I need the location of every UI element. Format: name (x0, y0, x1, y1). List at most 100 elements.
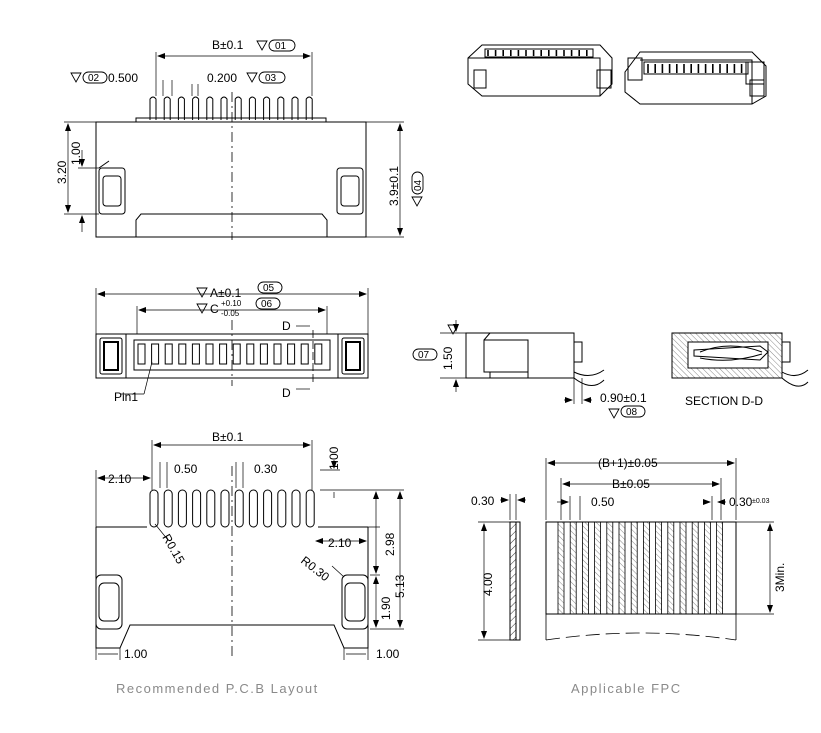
top-view (64, 52, 404, 240)
top-pin (277, 96, 285, 120)
front-contact (273, 343, 282, 365)
pcb-pad (248, 489, 258, 528)
fpc-conductor (704, 521, 711, 615)
pcb-pitch: 0.50 (174, 462, 198, 476)
pcb-pad (234, 489, 244, 528)
pcb-labels: B±0.1 2.10 0.50 0.30 1.00 2.10 2.98 5.13… (108, 430, 407, 696)
datum-triangle-icon (411, 196, 423, 207)
front-contact (191, 343, 200, 365)
pcb-pad (263, 489, 273, 528)
top-pin (149, 96, 157, 120)
top-pin (291, 96, 299, 120)
top-b-tag: 01 (275, 41, 287, 52)
front-contact (219, 343, 228, 365)
pcb-left-margin: 2.10 (108, 472, 132, 486)
datum-triangle-icon (256, 40, 268, 51)
height-inner-dim: 1.00 (69, 141, 83, 165)
datum-triangle-icon (246, 72, 258, 83)
isometric-views (467, 44, 767, 105)
front-view-labels: A±0.1 05 C +0.10 -0.05 06 D D Pin1 (114, 281, 291, 404)
side-view-labels: 1.50 07 0.90±0.1 08 (412, 324, 647, 419)
datum-triangle-icon (447, 324, 459, 335)
c-tol-plus: +0.10 (221, 299, 242, 308)
c-dim: C (210, 302, 219, 316)
fpc-conductor (618, 521, 626, 615)
pin1-label: Pin1 (114, 390, 138, 404)
top-pin (192, 96, 200, 120)
fpc-pitch: 0.50 (591, 495, 615, 509)
pcb-pads (149, 489, 315, 528)
pcb-pad (305, 489, 315, 528)
fpc-conductor (569, 521, 577, 615)
front-view (95, 288, 369, 395)
top-pin (206, 96, 214, 120)
front-contact (178, 343, 187, 365)
front-contact (314, 343, 323, 365)
fpc-conductor (582, 521, 589, 615)
fpc-conductor-tol: ±0.03 (752, 498, 770, 505)
pcb-bottom-left: 1.00 (124, 647, 148, 661)
height-right-dim: 3.9±0.1 (387, 166, 401, 206)
pcb-caption: Recommended P.C.B Layout (116, 681, 319, 696)
fpc-conductor (716, 521, 723, 615)
top-b-dim: B±0.1 (212, 38, 244, 52)
front-contact (205, 343, 214, 365)
a-tag: 05 (263, 283, 275, 294)
side-height-tag: 07 (418, 350, 430, 361)
pcb-top-dim: 1.00 (327, 446, 341, 470)
front-contact (137, 343, 146, 365)
pitch-tag: 02 (88, 73, 100, 84)
top-pin (177, 96, 185, 120)
top-pin (248, 96, 256, 120)
fpc-conductor (655, 521, 662, 615)
front-contact (232, 343, 241, 365)
fpc-conductor (679, 521, 687, 615)
pcb-pad (220, 489, 230, 528)
top-pin (234, 96, 242, 120)
top-pin (163, 96, 171, 120)
pcb-b-dim: B±0.1 (212, 430, 244, 444)
pin-width-tag: 03 (265, 73, 277, 84)
side-view (440, 320, 605, 404)
pcb-pad-height: 2.98 (383, 532, 397, 556)
fpc-thickness: 0.30 (471, 494, 495, 508)
fpc-conductor (691, 521, 699, 615)
c-tol-minus: -0.05 (221, 309, 240, 318)
pcb-bottom-right: 1.00 (376, 647, 400, 661)
pcb-layout (95, 440, 404, 660)
front-contact (164, 343, 173, 365)
height-left-dim: 3.20 (55, 160, 69, 184)
fpc-labels: (B+1)±0.05 B±0.05 0.50 0.30 ±0.03 0.30 4… (471, 456, 787, 696)
pcb-pad (277, 489, 287, 528)
fpc-conductor (630, 521, 638, 615)
pcb-pad (177, 489, 187, 528)
fpc-conductor (557, 521, 565, 615)
fpc-conductors (557, 521, 723, 615)
top-pin (305, 96, 313, 120)
front-contact (259, 343, 268, 365)
c-tag: 06 (261, 299, 273, 310)
pin-width-dim: 0.200 (207, 71, 237, 85)
side-height-dim: 1.50 (441, 346, 455, 370)
pcb-pad (149, 489, 159, 528)
a-dim: A±0.1 (210, 286, 242, 300)
front-contact (246, 343, 255, 365)
section-mark-top: D (282, 319, 291, 333)
fpc-stiffener-length: 4.00 (481, 572, 495, 596)
fpc-exposed-min: 3Min. (773, 563, 787, 592)
pcb-pad (192, 489, 202, 528)
pcb-total-height: 5.13 (393, 574, 407, 598)
datum-triangle-icon (196, 303, 208, 314)
pitch-dim: 0.500 (108, 71, 138, 85)
top-view-labels: B±0.1 01 02 0.500 0.200 03 3.20 1.00 3.9… (55, 38, 424, 207)
fpc-width-total: (B+1)±0.05 (598, 456, 658, 470)
fpc-conductor (643, 521, 650, 615)
height-right-tag: 04 (413, 179, 424, 191)
fpc-drawing (478, 458, 774, 641)
front-contact (300, 343, 309, 365)
pcb-radius-pad: R0.15 (159, 532, 187, 567)
section-view (671, 332, 809, 387)
pcb-right-margin: 2.10 (328, 536, 352, 550)
pcb-pad (291, 489, 301, 528)
